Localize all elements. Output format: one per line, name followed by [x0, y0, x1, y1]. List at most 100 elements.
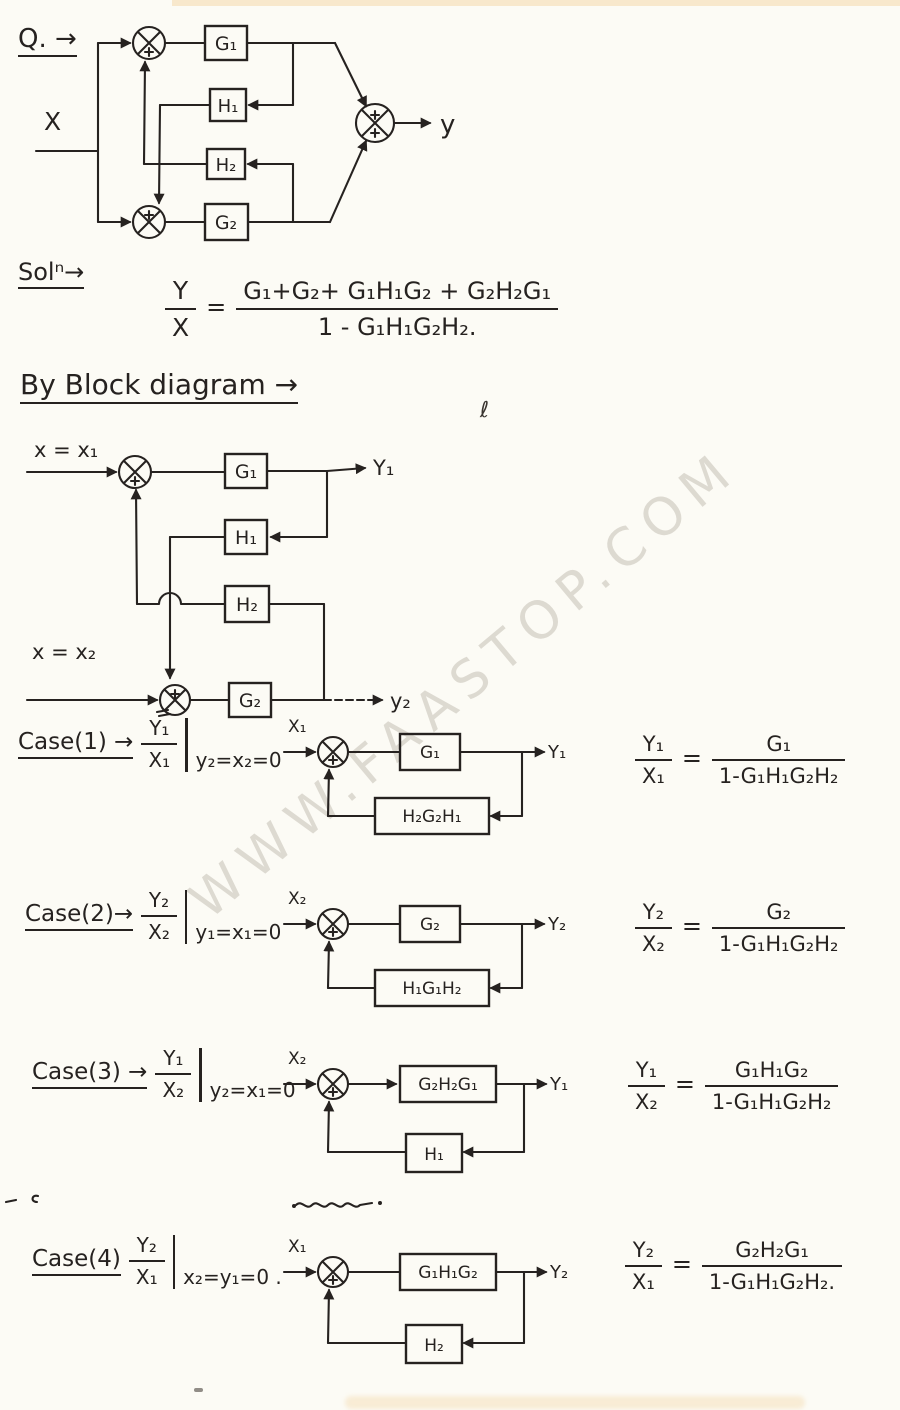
case1-eq-lhs: Y₁ X₁ [635, 732, 672, 788]
case1-equation: Y₁ X₁ = G₁ 1-G₁H₁G₂H₂ [635, 732, 846, 788]
solution-eq-rhs-num: G₁+G₂+ G₁H₁G₂ + G₂H₂G₁ [236, 277, 559, 310]
c2-feedback-wire [323, 922, 524, 994]
d1-h2-tap-wire [246, 158, 295, 224]
case3-eq-rhs-num: G₁H₁G₂ [704, 1058, 839, 1087]
case4-eq-lhs-den: X₁ [632, 1270, 655, 1294]
case3-eq-rhs: G₁H₁G₂ 1-G₁H₁G₂H₂ [704, 1058, 839, 1114]
case4-equation: Y₂ X₁ = G₂H₂G₁ 1-G₁H₁G₂H₂. [625, 1238, 843, 1294]
case3-diagram: X₂ G₂H₂G₁ Y₁ H₁ [282, 1049, 568, 1174]
d2-h2-tap-wire [267, 602, 326, 702]
c4-feedback-wire [323, 1270, 526, 1349]
case4-eq-lhs-num: Y₂ [625, 1238, 662, 1267]
evaluated-at-bar [199, 1048, 202, 1102]
d2-output1-label: Y₁ [372, 456, 394, 480]
case1-condition: y₂=x₂=0 [195, 748, 282, 772]
case2-eq-rhs: G₂ 1-G₁H₁G₂H₂ [711, 900, 846, 956]
c2-output-label: Y₂ [547, 914, 566, 935]
equals-sign: = [674, 1070, 695, 1098]
evaluated-at-bar [184, 890, 188, 944]
block-diagram-two-inputs: x = x₁ G₁ Y₁ H₁ [25, 438, 411, 719]
c3-feedback-wire [323, 1082, 526, 1158]
block-diagram-heading-text: By Block diagram → [20, 368, 299, 404]
case3-condition: y₂=x₁=0 [209, 1078, 296, 1102]
block-diagram-question: X G₁ H₁ [34, 24, 455, 242]
d2-input1-label: x = x₁ [34, 438, 98, 462]
d1-block-h1-label: H₁ [218, 96, 239, 117]
d2-block-g2: G₂ [227, 681, 273, 719]
c4-forward-label: G₁H₁G₂ [418, 1263, 478, 1283]
case2-equation: Y₂ X₂ = G₂ 1-G₁H₁G₂H₂ [635, 900, 846, 956]
c1-input-label: X₁ [288, 717, 306, 737]
c1-forward-block: G₁ [398, 732, 462, 772]
margin-pen-marks [4, 1194, 40, 1204]
c3-summing-junction [316, 1067, 350, 1101]
c3-input-label: X₂ [288, 1049, 306, 1069]
case2-name: Case(2)→ [25, 901, 134, 931]
c1-forward-label: G₁ [420, 743, 440, 763]
d1-block-h2: H₂ [205, 147, 247, 181]
d1-block-g1-label: G₁ [215, 33, 237, 55]
c1-feedback-block: H₂G₂H₁ [373, 796, 491, 836]
block-diagram-heading: By Block diagram → [20, 368, 299, 404]
c2-input-label: X₂ [288, 889, 306, 909]
case2-condition: y₁=x₁=0 [195, 920, 282, 944]
case4-condition: x₂=y₁=0 . [183, 1265, 282, 1289]
case1-eq-rhs-den: 1-G₁H₁G₂H₂ [718, 764, 839, 788]
solution-eq-lhs: Y X [165, 276, 197, 342]
question-label-text: Q. → [18, 24, 77, 57]
d2-input2-label: x = x₂ [32, 640, 96, 664]
case1-ratio: Y₁ X₁ [141, 716, 178, 772]
equals-sign: = [206, 293, 227, 321]
case1-eq-rhs-num: G₁ [711, 732, 846, 761]
d2-y1-wire [265, 463, 367, 475]
d2-h1-out-wire [164, 535, 227, 680]
c1-feedback-wire [323, 750, 524, 822]
scan-artifact-top-strip [172, 0, 900, 6]
case4-eq-rhs-num: G₂H₂G₁ [701, 1238, 843, 1267]
solution-eq-lhs-num: Y [165, 276, 197, 310]
case1-eq-rhs: G₁ 1-G₁H₁G₂H₂ [711, 732, 846, 788]
case4-name: Case(4) [32, 1246, 121, 1276]
case4-label: Case(4) Y₂ X₁ x₂=y₁=0 . [32, 1233, 282, 1289]
solution-eq-lhs-den: X [172, 313, 190, 342]
d2-block-h2: H₂ [223, 584, 271, 624]
stray-pen-mark: ℓ [480, 398, 490, 423]
case2-ratio-num: Y₂ [141, 888, 177, 917]
case2-eq-rhs-den: 1-G₁H₁G₂H₂ [718, 932, 839, 956]
case3-ratio-den: X₂ [162, 1078, 185, 1102]
case4-diagram: X₁ G₁H₁G₂ Y₂ H₂ [282, 1237, 568, 1365]
c3-forward-label: G₂H₂G₁ [418, 1075, 478, 1095]
d1-input-wire [34, 37, 132, 228]
c3-forward-block: G₂H₂G₁ [398, 1064, 498, 1104]
c1-output-label: Y₁ [547, 742, 566, 763]
c4-output-label: Y₂ [549, 1262, 568, 1283]
d1-h1-out-wire [153, 103, 212, 205]
d1-input-label: X [44, 107, 61, 136]
d1-summing-junction-output [354, 102, 396, 144]
c1-summing-junction [316, 735, 350, 769]
c3-feedback-block: H₁ [404, 1132, 464, 1174]
case3-eq-lhs-num: Y₁ [628, 1058, 665, 1087]
case4-eq-lhs: Y₂ X₁ [625, 1238, 662, 1294]
d1-block-h2-label: H₂ [216, 155, 237, 176]
c4-input-label: X₁ [288, 1237, 306, 1257]
d2-small-scribble [155, 708, 172, 718]
c1-feedback-label: H₂G₂H₁ [402, 807, 461, 827]
d1-h1-tap-wire [247, 41, 295, 111]
question-label: Q. → [18, 24, 77, 57]
solution-label-text: Solⁿ→ [18, 258, 85, 289]
d1-output-label: y [440, 110, 455, 140]
d2-block-g1-label: G₁ [235, 461, 257, 483]
case2-ratio: Y₂ X₂ [141, 888, 177, 944]
c2-feedback-label: H₁G₁H₂ [402, 979, 461, 999]
case3-eq-lhs-den: X₂ [635, 1090, 658, 1114]
c2-forward-block: G₂ [398, 904, 462, 944]
c4-summing-junction [316, 1255, 350, 1289]
case2-eq-lhs: Y₂ X₂ [635, 900, 672, 956]
crossed-out-scribble [292, 1201, 382, 1208]
d2-h2-out-wire [130, 488, 227, 606]
equals-sign: = [681, 912, 702, 940]
d2-summing-junction-1 [117, 454, 153, 490]
c4-forward-block: G₁H₁G₂ [398, 1252, 498, 1292]
